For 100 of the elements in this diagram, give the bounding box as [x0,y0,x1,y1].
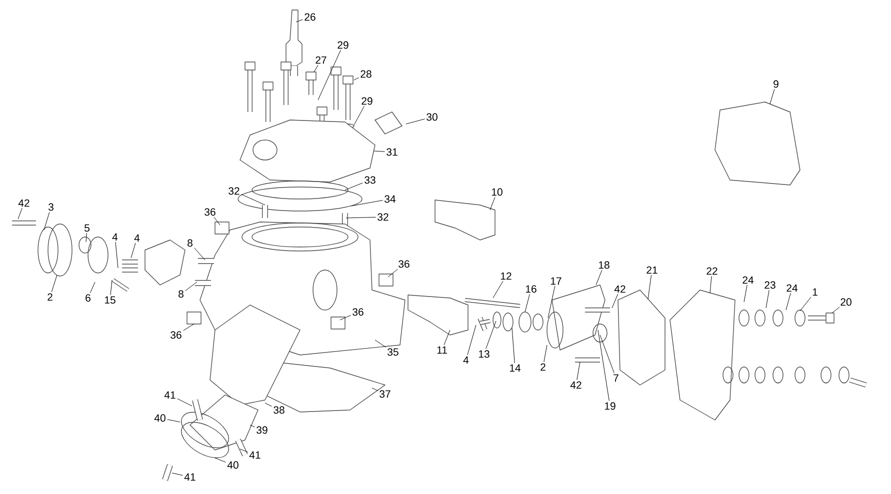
leader-line [372,388,378,391]
callout-number: 7 [614,374,618,382]
callout-number: 4 [112,233,118,241]
callout-number: 17 [550,277,562,285]
leader-line [406,118,426,124]
leader-line [44,212,50,230]
callout-number: 21 [646,266,658,274]
callout-number: 32 [378,213,388,221]
leader-line [444,330,450,346]
leader-line [832,306,840,314]
leader-line [600,334,614,374]
leader-line [512,328,515,364]
callout-number: 23 [764,281,776,289]
leader-line [576,362,580,380]
callout-number: 41 [249,451,260,459]
leader-line [800,296,812,312]
callout-number: 4 [463,356,469,364]
leader-line [340,314,352,320]
leader-line [214,216,220,226]
leader-line [296,19,304,22]
callout-number: 5 [84,224,90,232]
callout-number: 35 [388,348,398,356]
callout-number: 13 [478,350,490,358]
callout-number: 10 [492,188,502,196]
leader-line [766,290,770,308]
leader-line [90,282,96,294]
callout-number: 38 [274,406,284,414]
callout-number: 16 [526,285,536,293]
leader-line [344,182,364,190]
leader-line [374,340,386,348]
leader-line [544,344,548,362]
leader-line [524,294,530,312]
callout-number: 42 [570,381,582,389]
callout-number: 26 [304,13,316,21]
leader-line [744,284,748,302]
leader-line [185,282,198,291]
leader-line [548,286,556,318]
callout-number: 31 [386,148,398,156]
callout-number: 8 [188,239,192,247]
leader-line [598,330,610,402]
callout-number: 36 [352,308,364,316]
leader-line [648,274,652,300]
callout-number: 29 [362,97,372,105]
callout-number: 18 [598,261,610,269]
callout-number: 2 [48,293,52,301]
callout-number: 15 [104,296,116,304]
callout-number: 37 [380,390,390,398]
callout-number: 9 [774,80,778,88]
callout-number: 28 [360,70,372,78]
callout-number: 42 [18,199,30,207]
callout-number: 41 [164,391,176,399]
callout-number: 40 [154,414,166,422]
leader-line [51,274,58,292]
callout-number: 30 [426,113,438,121]
leader-line [264,402,272,407]
callout-number: 29 [338,41,348,49]
callout-number: 22 [706,267,718,275]
callout-number: 39 [256,426,268,434]
leader-line [350,200,384,206]
callout-number: 20 [840,298,852,306]
callout-number: 32 [228,187,240,195]
leader-line [490,196,496,210]
leader-line [467,324,476,356]
leader-line [596,270,602,286]
leader-line [130,242,136,258]
leader-line [86,232,87,242]
callout-number: 24 [742,276,754,284]
leader-line [115,242,118,268]
leader-line [388,268,398,278]
leader-line [110,280,112,296]
leader-line [374,150,386,152]
leader-line [354,106,364,126]
callout-number: 36 [170,331,182,339]
leader-line [346,216,376,218]
callout-number: 4 [134,234,140,242]
callout-number: 40 [227,461,238,469]
leader-line [177,398,192,406]
callout-number: 27 [316,56,326,64]
callout-number: 36 [204,208,216,216]
callout-number: 11 [437,346,447,354]
callout-number: 36 [398,260,410,268]
leader-line [486,320,496,350]
leader-line [314,64,318,72]
leader-line [250,424,256,428]
callout-number: 14 [510,364,521,372]
callout-number: 8 [178,290,184,298]
callout-number: 19 [604,402,616,410]
callout-number: 3 [48,203,54,211]
leader-line [214,458,226,462]
callout-number: 12 [500,272,512,280]
callout-number: 24 [786,284,798,292]
leader-line [194,248,206,260]
callout-number: 6 [86,294,90,302]
callout-number: 42 [614,285,626,293]
leader-line [318,50,341,100]
leader-line [354,77,360,80]
callout-number: 2 [540,363,546,371]
leader-line [240,448,248,452]
callout-number: 34 [384,195,396,203]
callout-number: 33 [364,176,376,184]
